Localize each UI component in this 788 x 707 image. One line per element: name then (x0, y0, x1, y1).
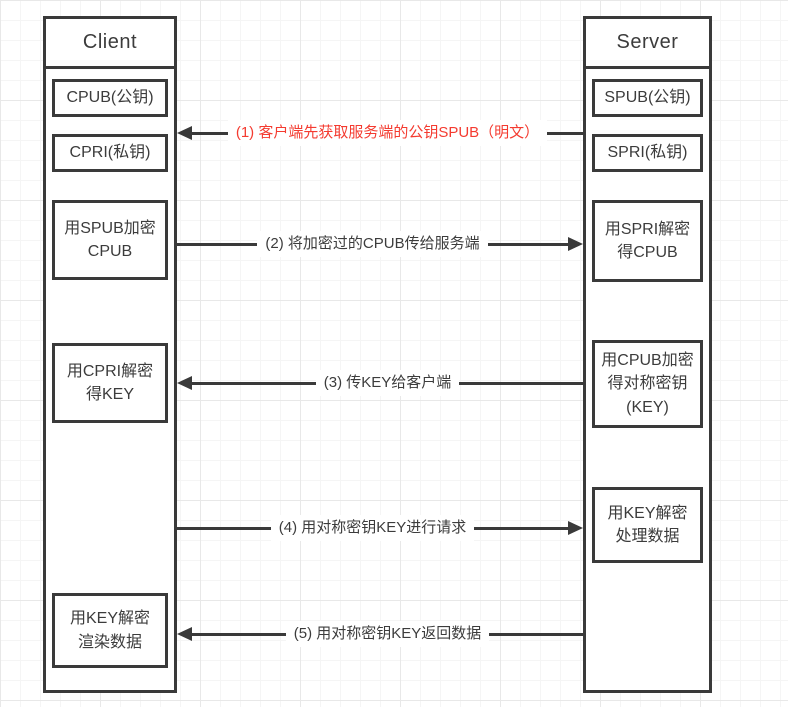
arrowhead-right-icon (568, 237, 583, 251)
arrow-line (192, 632, 286, 636)
arrow-line (474, 526, 569, 530)
message-arrow-1: (1) 客户端先获取服务端的公钥SPUB（明文） (177, 120, 584, 146)
arrowhead-left-icon (177, 376, 192, 390)
server-node-gen-symmetric-key: 用CPUB加密 得对称密钥 (KEY) (592, 340, 703, 428)
client-node-cpub: CPUB(公钥) (52, 79, 168, 117)
client-node-render-data: 用KEY解密 渲染数据 (52, 593, 168, 668)
message-2-label: (2) 将加密过的CPUB传给服务端 (257, 231, 488, 257)
client-node-encrypt-cpub: 用SPUB加密 CPUB (52, 200, 168, 280)
server-node-spub: SPUB(公钥) (592, 79, 703, 117)
arrow-line (547, 131, 584, 135)
server-node-spri: SPRI(私钥) (592, 134, 703, 172)
message-4-label: (4) 用对称密钥KEY进行请求 (270, 515, 475, 541)
arrow-line (177, 526, 271, 530)
arrowhead-right-icon (568, 521, 584, 535)
server-node-process-data: 用KEY解密 处理数据 (592, 487, 703, 563)
message-arrow-4: (4) 用对称密钥KEY进行请求 (177, 515, 584, 541)
message-3-label: (3) 传KEY给客户端 (315, 370, 460, 396)
message-1-label: (1) 客户端先获取服务端的公钥SPUB（明文） (227, 120, 548, 146)
server-lane: Server SPUB(公钥) SPRI(私钥) 用SPRI解密 得CPUB 用… (583, 16, 712, 693)
arrowhead-left-icon (177, 627, 192, 641)
arrow-line (177, 242, 258, 246)
client-lane: Client CPUB(公钥) CPRI(私钥) 用SPUB加密 CPUB 用C… (43, 16, 177, 693)
message-arrow-3: (3) 传KEY给客户端 (177, 370, 584, 396)
client-lane-title: Client (46, 19, 174, 69)
arrow-line (487, 242, 568, 246)
client-node-decrypt-key: 用CPRI解密 得KEY (52, 343, 168, 423)
message-5-label: (5) 用对称密钥KEY返回数据 (285, 621, 490, 647)
client-node-cpri: CPRI(私钥) (52, 134, 168, 172)
arrow-line (192, 131, 228, 135)
message-arrow-5: (5) 用对称密钥KEY返回数据 (177, 621, 584, 647)
arrowhead-left-icon (177, 126, 192, 140)
server-lane-title: Server (586, 19, 709, 69)
arrow-line (192, 381, 316, 385)
server-node-decrypt-cpub: 用SPRI解密 得CPUB (592, 200, 703, 282)
arrow-line (459, 381, 584, 385)
message-arrow-2: (2) 将加密过的CPUB传给服务端 (177, 231, 583, 257)
arrow-line (489, 632, 584, 636)
